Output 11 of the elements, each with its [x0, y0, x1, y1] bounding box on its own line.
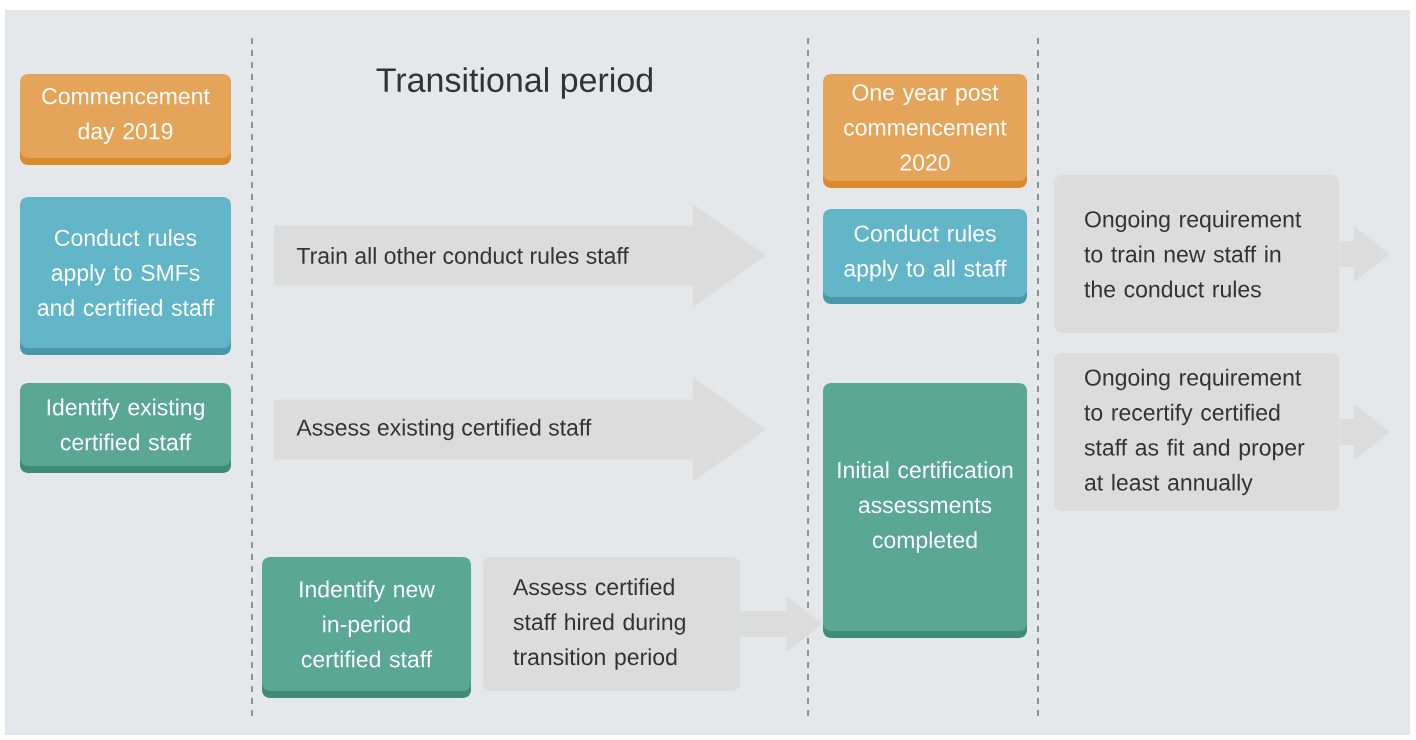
requirement-box: Ongoing requirement to recertify certified staff as fit and proper at least annually — [1054, 353, 1339, 511]
certification-box: Indentify new in-period certified staff — [262, 557, 471, 698]
heading: Transitional period — [376, 67, 652, 99]
certification-box: Initial certification assessments completed — [823, 383, 1027, 638]
requirement-box: Ongoing requirement to train new staff in the conduct rules — [1054, 175, 1339, 333]
conduct-rules-box: Conduct rules apply to SMFs and certified staff — [20, 197, 231, 355]
certification-box: Identify existing certified staff — [20, 383, 231, 473]
task-box: Assess certified staff hired during transition period — [483, 557, 740, 691]
milestone-box: One year post commencement 2020 — [823, 74, 1027, 188]
milestone-box: Commencement day 2019 — [20, 74, 231, 165]
conduct-rules-box: Conduct rules apply to all staff — [823, 209, 1027, 304]
